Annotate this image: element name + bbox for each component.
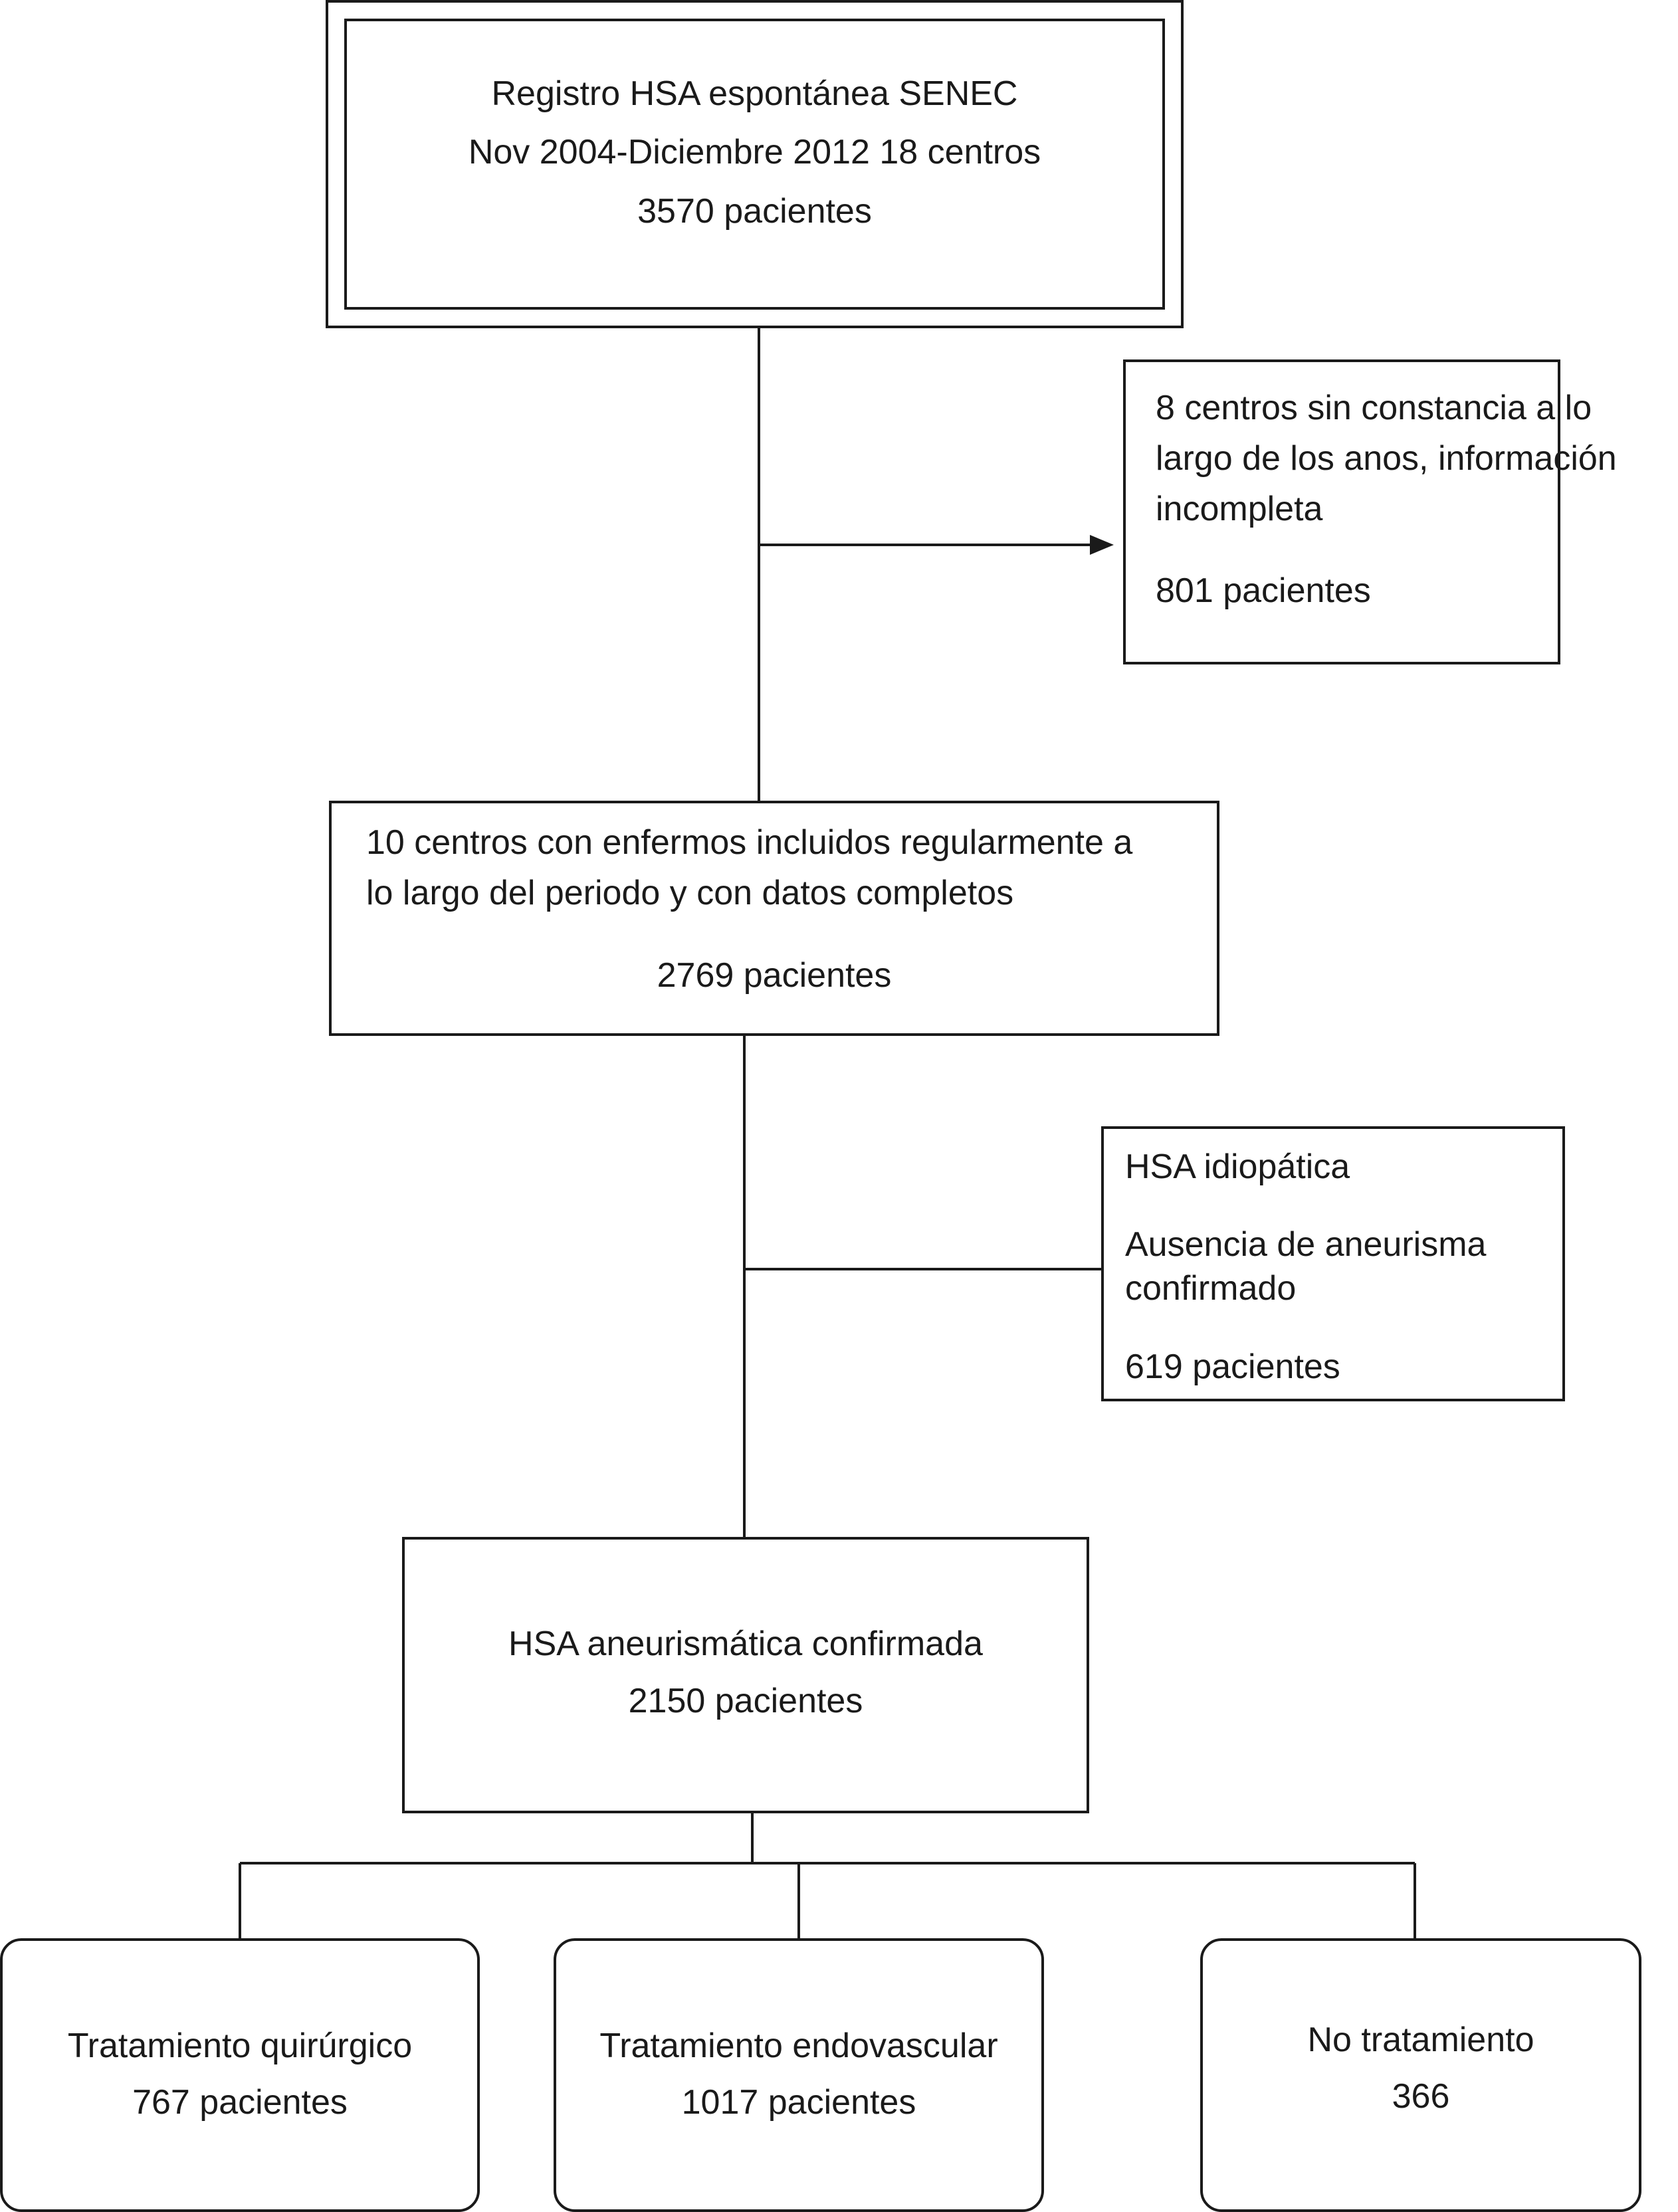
treatment-endovascular-count: 1017 pacientes [681,2083,916,2122]
idiopathic-box: HSA idiopática Ausencia de aneurisma con… [1101,1126,1565,1401]
registry-period: Nov 2004-Diciembre 2012 18 centros [468,133,1041,171]
registry-title: Registro HSA espontánea SENEC [491,74,1018,113]
idiopathic-count: 619 pacientes [1125,1348,1340,1386]
excluded-line-2: largo de los anos, información [1156,439,1617,478]
aneurysmal-title: HSA aneurismática confirmada [508,1625,983,1663]
included-count: 2769 pacientes [657,956,892,995]
excluded-line-1: 8 centros sin constancia a lo [1156,389,1592,427]
treatment-surgical-box: Tratamiento quirúrgico 767 pacientes [0,1938,480,2212]
included-line-2: lo largo del periodo y con datos complet… [366,874,1014,912]
idiopathic-line-1: HSA idiopática [1125,1148,1350,1186]
excluded-line-3: incompleta [1156,490,1323,528]
treatment-endovascular-label: Tratamiento endovascular [599,2027,998,2065]
excluded-centers-box: 8 centros sin constancia a lo largo de l… [1123,359,1617,664]
idiopathic-line-2: Ausencia de aneurisma [1125,1225,1487,1264]
included-centers-box: 10 centros con enfermos incluidos regula… [329,801,1219,1036]
arrowhead-icon [1090,535,1114,555]
aneurysmal-count: 2150 pacientes [628,1682,863,1720]
treatment-none-count: 366 [1392,2077,1450,2116]
treatment-surgical-label: Tratamiento quirúrgico [67,2027,413,2065]
registry-count: 3570 pacientes [637,192,872,231]
excluded-count: 801 pacientes [1156,571,1371,610]
treatment-endovascular-box: Tratamiento endovascular 1017 pacientes [554,1938,1044,2212]
idiopathic-line-3: confirmado [1125,1269,1297,1308]
included-line-1: 10 centros con enfermos incluidos regula… [366,823,1133,862]
treatment-none-box: No tratamiento 366 [1200,1938,1641,2212]
registry-inner-border [344,19,1165,310]
registry-box: Registro HSA espontánea SENEC Nov 2004-D… [326,0,1184,328]
treatment-none-label: No tratamiento [1307,2021,1534,2059]
aneurysmal-box: HSA aneurismática confirmada 2150 pacien… [402,1537,1089,1813]
treatment-surgical-count: 767 pacientes [132,2083,348,2122]
